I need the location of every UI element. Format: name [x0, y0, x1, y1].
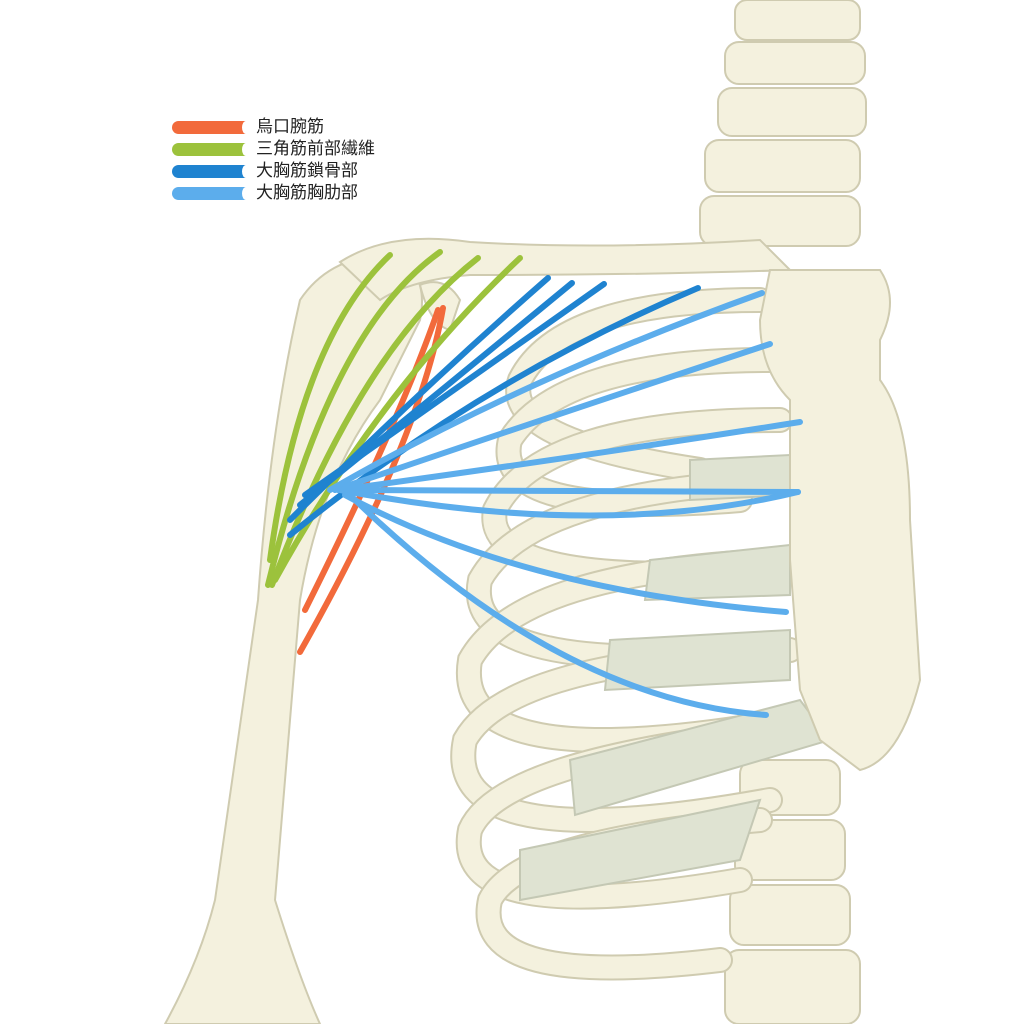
orange-swatch — [172, 120, 250, 134]
legend-item-coracobrachialis: 烏口腕筋 — [172, 116, 375, 138]
dark-blue-swatch — [172, 164, 250, 178]
spine — [699, 0, 867, 1024]
legend-label: 烏口腕筋 — [256, 117, 324, 137]
legend: 烏口腕筋 三角筋前部繊維 大胸筋鎖骨部 大胸筋胸肋部 — [172, 116, 375, 204]
legend-item-pec-clavicular: 大胸筋鎖骨部 — [172, 160, 375, 182]
legend-label: 大胸筋鎖骨部 — [256, 161, 358, 181]
anterior-deltoid-fibers — [265, 249, 523, 588]
legend-item-pec-sternocostal: 大胸筋胸肋部 — [172, 182, 375, 204]
light-blue-swatch — [172, 186, 250, 200]
green-swatch — [172, 142, 250, 156]
humerus — [163, 237, 793, 1024]
legend-label: 大胸筋胸肋部 — [256, 183, 358, 203]
legend-item-anterior-deltoid: 三角筋前部繊維 — [172, 138, 375, 160]
legend-label: 三角筋前部繊維 — [256, 139, 375, 159]
pectoralis-major-sternocostal-fibers — [327, 290, 803, 718]
sternum — [758, 269, 922, 772]
